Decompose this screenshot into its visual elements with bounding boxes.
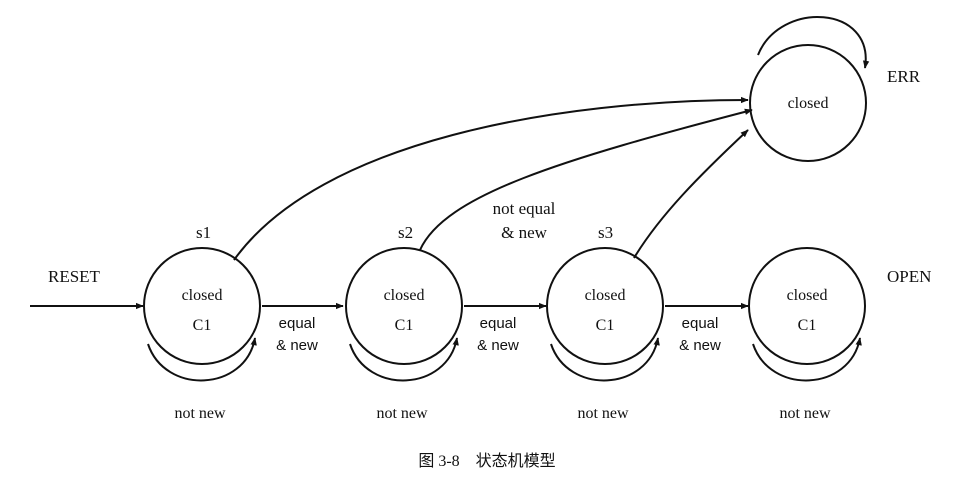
err-self-loop <box>757 15 870 69</box>
s1-self-loop <box>147 337 257 382</box>
state-open-name: OPEN <box>887 267 931 286</box>
edge-s1-s2-label-line2: & new <box>276 337 318 354</box>
edge-to-err-label-line1: not equal <box>493 199 556 218</box>
state-s3-circle <box>546 247 664 365</box>
state-s2-loop-label: not new <box>376 405 428 422</box>
state-s2-name: s2 <box>398 223 413 242</box>
figure-caption: 图 3-8 状态机模型 <box>418 452 555 470</box>
state-s3-loop-label: not new <box>577 405 629 422</box>
state-s1-circle <box>143 247 261 365</box>
state-err-circle <box>749 44 867 162</box>
state-s1-loop-label: not new <box>174 405 226 422</box>
edge-s2-err <box>419 108 753 251</box>
state-s1-name: s1 <box>196 223 211 242</box>
state-s2-line2: C1 <box>395 317 414 334</box>
state-s3-line2: C1 <box>596 317 615 334</box>
state-open-circle <box>748 247 866 365</box>
edge-s3-open-label-line1: equal <box>682 315 719 332</box>
edge-s2-s3-label-line1: equal <box>480 315 517 332</box>
edge-s3-open-label-line2: & new <box>679 337 721 354</box>
state-s1-line1: closed <box>182 287 223 304</box>
state-err-line1: closed <box>788 95 829 112</box>
state-s3-line1: closed <box>585 287 626 304</box>
edge-s1-err <box>233 96 749 261</box>
s3-self-loop <box>550 337 660 382</box>
reset-label: RESET <box>48 267 101 286</box>
state-s3-name: s3 <box>598 223 613 242</box>
open-self-loop <box>752 337 862 382</box>
state-open-line2: C1 <box>798 317 817 334</box>
state-open-loop-label: not new <box>779 405 831 422</box>
state-s2-circle <box>345 247 463 365</box>
edge-s2-s3-label-line2: & new <box>477 337 519 354</box>
edge-s3-err <box>633 129 749 259</box>
edge-to-err-label-line2: & new <box>501 223 548 242</box>
edge-s1-s2-label-line1: equal <box>279 315 316 332</box>
state-open-line1: closed <box>787 287 828 304</box>
state-err-name: ERR <box>887 67 921 86</box>
state-s1-line2: C1 <box>193 317 212 334</box>
state-s2-line1: closed <box>384 287 425 304</box>
s2-self-loop <box>349 337 459 382</box>
